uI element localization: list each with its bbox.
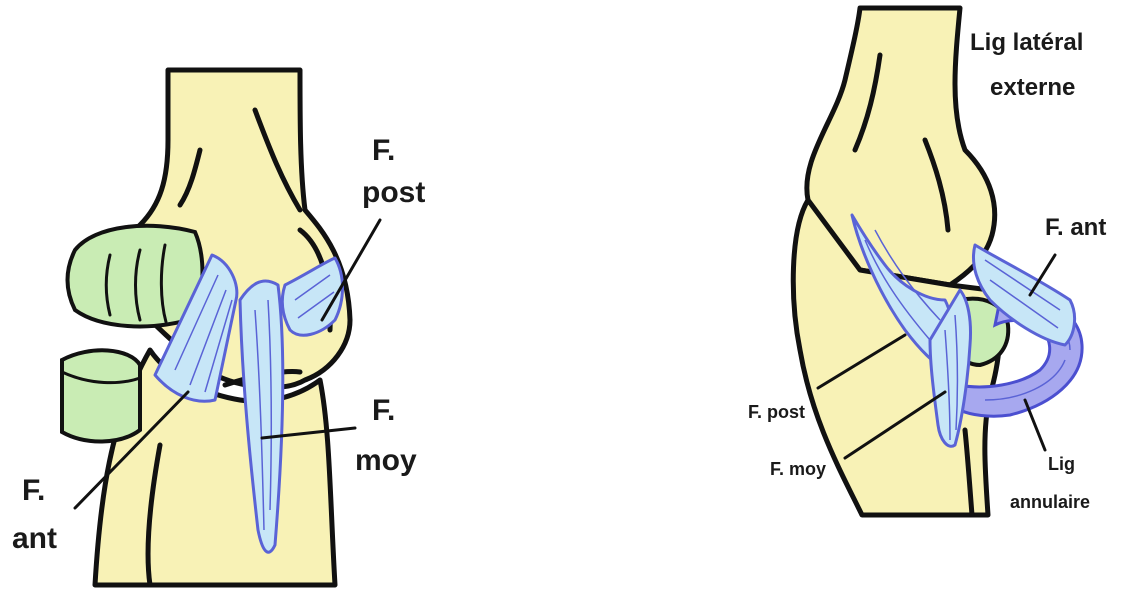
right-label-title-line2: externe: [990, 74, 1075, 101]
left-label-f-moy-line1: F.: [372, 394, 395, 427]
right-label-lig-annulaire-line1: Lig: [1048, 454, 1075, 474]
left-label-f-moy-line2: moy: [355, 444, 417, 477]
left-label-f-ant-line2: ant: [12, 522, 57, 555]
right-label-f-ant: F. ant: [1045, 214, 1106, 241]
right-label-title-line1: Lig latéral: [970, 29, 1083, 56]
right-label-f-post: F. post: [748, 402, 805, 422]
left-label-f-post-line2: post: [362, 176, 425, 209]
left-cartilage-lower: [62, 350, 140, 441]
left-label-f-ant-line1: F.: [22, 474, 45, 507]
left-elbow-figure: F. post F. moy F. ant: [12, 70, 425, 585]
right-elbow-figure: Lig latéral externe F. ant F. post F. mo…: [748, 8, 1106, 515]
left-label-f-post-line1: F.: [372, 134, 395, 167]
right-label-lig-annulaire-line2: annulaire: [1010, 492, 1090, 512]
right-label-f-moy: F. moy: [770, 459, 826, 479]
